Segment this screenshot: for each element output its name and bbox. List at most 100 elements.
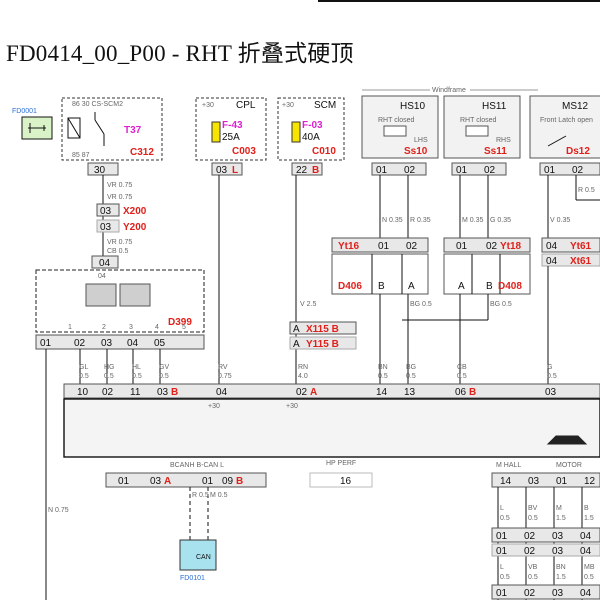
relay-wire2: VR 0.75	[107, 194, 132, 201]
ecu-top-wire: CB	[457, 364, 467, 371]
relay-conn2b-code: Y200	[123, 222, 147, 233]
lower-pin-dim: 01	[496, 546, 508, 557]
can-bus-icon	[179, 539, 217, 571]
yt61-p: 04	[546, 241, 558, 252]
ecu-bottom-pin-code: B	[236, 476, 243, 487]
ecu-bottom-pin: 03	[528, 476, 540, 487]
ecu-top-pin: 02	[102, 387, 114, 398]
switch-conn: 04	[98, 273, 106, 280]
hs10-w1: N 0.35	[382, 217, 403, 224]
scm-fuse-box	[277, 97, 345, 161]
lower-pin: 03	[552, 531, 564, 542]
rocker-left-icon	[85, 283, 117, 307]
ground-wire: N 0.75	[48, 507, 69, 514]
yt61-p2: 04	[546, 256, 558, 267]
scm-plus30: +30	[282, 102, 294, 109]
ecu-plus30-a: +30	[208, 403, 220, 410]
relay-name: C312	[130, 147, 154, 158]
ecu-bottom-pin: 03	[150, 476, 162, 487]
switch-pin-label: 2	[102, 324, 106, 331]
ecu-top-pin: 06	[455, 387, 467, 398]
ecu-top-pin-code: B	[171, 387, 178, 398]
hs11-pin1: 01	[456, 165, 468, 176]
yt16-a: A	[408, 281, 415, 292]
ecu-top-wire: BG	[406, 364, 416, 371]
ms12-w1: V 0.35	[550, 217, 570, 224]
lower-wire-size: 1.5	[556, 515, 566, 522]
lower-wire: L	[500, 505, 504, 512]
switch-code: D399	[168, 317, 192, 328]
yt16-d: D406	[338, 281, 362, 292]
lower-wire: M	[556, 505, 562, 512]
hs10-sub: LHS	[414, 137, 428, 144]
scm-pin-code: B	[312, 165, 319, 176]
ecu-top-wire: BN	[378, 364, 388, 371]
yt16-p1: 01	[378, 241, 390, 252]
lower-pin2: 01	[496, 588, 508, 599]
ecu-bottom-pin: 12	[584, 476, 596, 487]
fuse-icon	[291, 121, 301, 143]
ecu-top-wire: GL	[79, 364, 88, 371]
ecu-can-label: BCANH B-CAN L	[170, 462, 224, 469]
switch-pin-label: 5	[182, 324, 186, 331]
switch-pin: 02	[74, 338, 86, 349]
hs10-name: HS10	[400, 101, 425, 112]
relay-code: T37	[124, 125, 142, 136]
lower-wire2-size: 0.5	[584, 574, 594, 581]
ecu-top-pin: 04	[216, 387, 228, 398]
can-code: FD0101	[180, 575, 205, 582]
ecu-top-wire: G	[547, 364, 552, 371]
switch-pin: 01	[40, 338, 52, 349]
lower-wire2: MB	[584, 564, 595, 571]
switch-pin-label: 1	[68, 324, 72, 331]
lower-wire2-size: 1.5	[556, 574, 566, 581]
ecu-top-pin-code: A	[310, 387, 317, 398]
switch-pin: 05	[154, 338, 166, 349]
can-w1: R 0.5	[192, 492, 209, 499]
cpl-rating: 25A	[222, 132, 240, 143]
lower-wire2: VB	[528, 564, 538, 571]
ecu-top-pin: 03	[545, 387, 557, 398]
convertible-roof-icon	[546, 435, 588, 445]
switch-pin-label: 3	[129, 324, 133, 331]
lower-connector-list: L0.50101BV0.50202M1.50303B1.50404L0.501V…	[496, 505, 595, 599]
rocker-right-icon	[119, 283, 151, 307]
relay-conn2a-code: X200	[123, 206, 147, 217]
ms12-w2: R 0.5	[578, 187, 595, 194]
hs10-w2: R 0.35	[410, 217, 431, 224]
hs10-pin2: 02	[404, 165, 416, 176]
relay-coil-icon	[67, 117, 81, 139]
relay-pins-bottom: 85 87	[72, 152, 90, 159]
relay-conn3: 04	[99, 258, 111, 269]
yt16-b: B	[378, 281, 385, 292]
ms12-name: MS12	[562, 101, 589, 112]
switch-pin: 04	[127, 338, 139, 349]
ecu-motor-label: MOTOR	[556, 462, 582, 469]
cpl-fuse-box	[195, 97, 267, 161]
ecu-top-wire-size: 0.5	[547, 373, 557, 380]
ecu-top-wire-size: 0.5	[79, 373, 89, 380]
scm-code: C010	[312, 146, 336, 157]
ecu-bottom-pin: 01	[202, 476, 214, 487]
ms12-code: Ds12	[566, 146, 590, 157]
lower-pin-dim: 03	[552, 546, 564, 557]
ecu-top-wire-size: 4.0	[298, 373, 308, 380]
cpl-pin-code: L	[232, 165, 238, 176]
lower-pin: 01	[496, 531, 508, 542]
relay-conn2a: 03	[100, 206, 112, 217]
lower-pin2: 04	[580, 588, 592, 599]
cpl-code: C003	[232, 146, 256, 157]
ecu-top-wire: RV	[218, 364, 228, 371]
lower-wire2: BN	[556, 564, 566, 571]
ecu-top-wire-size: 0.5	[104, 373, 114, 380]
scm-conn-a-code: X115 B	[306, 324, 339, 335]
can-w2: M 0.5	[210, 492, 228, 499]
ecu-top-pin: 14	[376, 387, 388, 398]
hs11-w1: M 0.35	[462, 217, 484, 224]
ecu-bottom-pin: 14	[500, 476, 512, 487]
hs10-pin1: 01	[376, 165, 388, 176]
switch-pin: 03	[101, 338, 113, 349]
ecu-top-wire-size: 0.5	[132, 373, 142, 380]
